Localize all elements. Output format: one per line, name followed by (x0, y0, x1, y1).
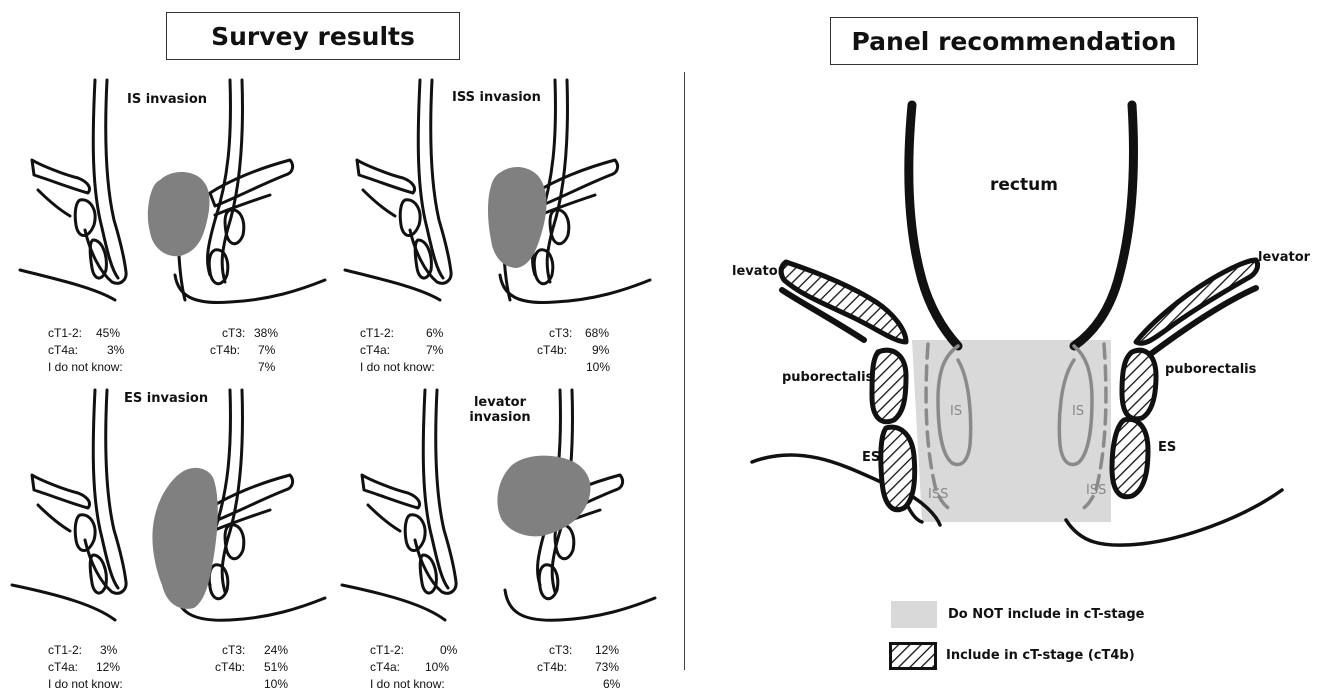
panel-recommendation-title: Panel recommendation (830, 17, 1198, 65)
stat-es-ct4a-label: cT4a: (48, 660, 78, 674)
stat-es-ct4a-value: 12% (96, 660, 120, 674)
label-puborectalis-right: puborectalis (1165, 362, 1256, 377)
label-rectum: rectum (990, 175, 1058, 195)
panel-label-levator-line2: invasion (460, 410, 540, 425)
stat-es-idk-value: 10% (264, 677, 288, 691)
stat-lev-ct3-label: cT3: (549, 643, 572, 657)
stat-is-idk-value: 7% (258, 360, 275, 374)
survey-title: Survey results (166, 12, 460, 60)
stat-lev-ct12-label: cT1-2: (370, 643, 404, 657)
stat-iss-ct4a-value: 7% (426, 343, 443, 357)
legend-exclude-text: Do NOT include in cT-stage (948, 607, 1145, 622)
stat-is-ct12-value: 45% (96, 326, 120, 340)
stat-is-ct4b-label: cT4b: (210, 343, 240, 357)
legend-include-text: Include in cT-stage (cT4b) (946, 648, 1135, 663)
stat-lev-idk-label: I do not know: (370, 677, 445, 691)
label-levator-right: levator (1258, 250, 1310, 265)
stat-lev-ct4b-value: 73% (595, 660, 619, 674)
label-es-left: ES (862, 450, 880, 465)
stat-iss-ct12-value: 6% (426, 326, 443, 340)
stat-es-ct4b-label: cT4b: (215, 660, 245, 674)
section-divider (684, 72, 685, 670)
label-puborectalis-left: puborectalis (782, 370, 873, 385)
panel-recommendation-diagram (700, 80, 1317, 580)
label-is-right: IS (1072, 404, 1084, 419)
legend-hatch-swatch (889, 642, 937, 670)
stat-es-ct12-label: cT1-2: (48, 643, 82, 657)
stat-es-ct12-value: 3% (100, 643, 117, 657)
stat-is-ct4a-label: cT4a: (48, 343, 78, 357)
stat-es-ct4b-value: 51% (264, 660, 288, 674)
stat-lev-ct4a-label: cT4a: (370, 660, 400, 674)
stat-iss-ct3-label: cT3: (549, 326, 572, 340)
stat-lev-idk-value: 6% (603, 677, 620, 691)
stat-lev-ct4b-label: cT4b: (537, 660, 567, 674)
stat-is-ct12-label: cT1-2: (48, 326, 82, 340)
stat-is-ct3-value: 38% (254, 326, 278, 340)
anatomy-diagram-es-invasion (0, 380, 340, 640)
stat-is-ct3-label: cT3: (222, 326, 245, 340)
stat-iss-ct3-value: 68% (585, 326, 609, 340)
panel-label-is-invasion: IS invasion (127, 92, 207, 107)
stat-is-idk-label: I do not know: (48, 360, 123, 374)
stat-iss-idk-value: 10% (586, 360, 610, 374)
panel-label-levator-line1: levator (460, 395, 540, 410)
stat-iss-ct12-label: cT1-2: (360, 326, 394, 340)
stat-is-ct4b-value: 7% (258, 343, 275, 357)
label-iss-left: ISS (928, 487, 948, 502)
stat-es-idk-label: I do not know: (48, 677, 123, 691)
panel-label-es-invasion: ES invasion (124, 391, 208, 406)
stat-es-ct3-label: cT3: (222, 643, 245, 657)
label-is-left: IS (950, 404, 962, 419)
stat-iss-ct4a-label: cT4a: (360, 343, 390, 357)
label-iss-right: ISS (1086, 483, 1106, 498)
stat-lev-ct3-value: 12% (595, 643, 619, 657)
stat-iss-ct4b-value: 9% (592, 343, 609, 357)
legend-gray-swatch (891, 601, 937, 628)
stat-lev-ct4a-value: 10% (425, 660, 449, 674)
panel-label-levator-invasion: levator invasion (460, 395, 540, 425)
label-es-right: ES (1158, 440, 1176, 455)
stat-es-ct3-value: 24% (264, 643, 288, 657)
stat-iss-idk-label: I do not know: (360, 360, 435, 374)
label-levator-left: levator (732, 264, 784, 279)
panel-label-iss-invasion: ISS invasion (452, 90, 541, 105)
stat-lev-ct12-value: 0% (440, 643, 457, 657)
stat-is-ct4a-value: 3% (107, 343, 124, 357)
stat-iss-ct4b-label: cT4b: (537, 343, 567, 357)
